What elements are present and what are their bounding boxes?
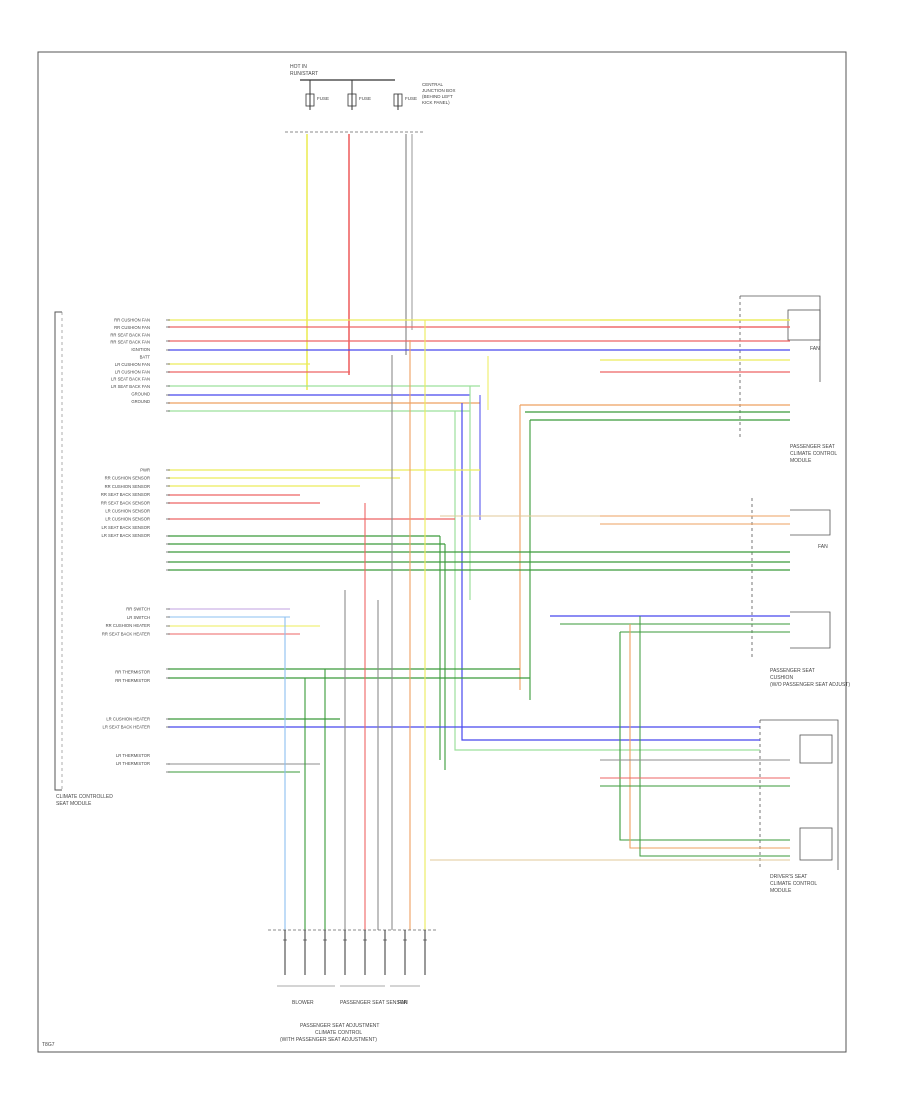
component-label: DRIVER'S SEAT [770,874,807,880]
pin-label: RR SEAT BACK SENSOR [101,492,150,497]
right-component-2: FAN PASSENGER SEAT CUSHION (W/O PASSENGE… [751,498,850,688]
module-label: SEAT MODULE [56,801,92,807]
junction-box-label: CENTRAL [422,82,444,87]
component-label: CLIMATE CONTROL [790,451,837,457]
footer-code: T8G7 [42,1042,55,1048]
pin-label: BATT [140,355,151,360]
component-label: PASSENGER SEAT [790,444,835,450]
component-label: MODULE [770,888,792,894]
wire-lightgreen [454,411,760,751]
fuse-symbol [347,93,357,107]
component-label: (W/O PASSENGER SEAT ADJUST) [770,682,850,688]
pin-label: LR SEAT BACK SENSOR [102,533,150,538]
pin-label: LR SEAT BACK HEATER [103,725,150,730]
pin-label: LR SEAT BACK FAN [111,377,150,382]
run-start-label: RUN/START [290,71,318,77]
right-component-3: DRIVER'S SEAT CLIMATE CONTROL MODULE [759,719,839,894]
bottom-caption: (WITH PASSENGER SEAT ADJUSTMENT) [280,1037,377,1043]
pin-label: LR CUSHION SENSOR [105,517,150,522]
top-power-source: HOT IN RUN/START FUSE FUSE FUSE CENTRAL … [285,64,456,133]
pin-label: PWR [140,468,150,473]
bottom-label-fan: FAN [398,1000,408,1006]
climate-seat-module: CLIMATE CONTROLLED SEAT MODULE [54,311,113,807]
pin-label: RR CUSHION FAN [114,325,150,330]
pin-label: LR SEAT BACK FAN [111,384,150,389]
hot-in-label: HOT IN [290,64,307,70]
pin-label: GROUND [131,392,150,397]
bottom-label-blower: BLOWER [292,1000,314,1006]
pin-label: RR CUSHION FAN [114,318,150,323]
wire-blue [461,403,760,741]
bottom-connector: BLOWER PASSENGER SEAT SENSOR FAN PASSENG… [268,929,438,1043]
bottom-caption: PASSENGER SEAT ADJUSTMENT [300,1023,379,1029]
pin-label: RR SEAT BACK FAN [110,332,150,337]
pin-label: LR THERMISTOR [116,761,150,766]
component-label: PASSENGER SEAT [770,668,815,674]
diagram-frame [37,51,847,1053]
pin-label: LR CUSHION SENSOR [105,509,150,514]
wire-green [619,632,790,841]
fan-label: FAN [818,544,828,550]
wire-green [639,616,790,857]
junction-box-label: JUNCTION BOX [422,88,456,93]
right-component-1: FAN PASSENGER SEAT CLIMATE CONTROL MODUL… [739,295,837,464]
pin-label: RR SEAT BACK FAN [110,340,150,345]
pin-label: LR THERMISTOR [116,753,150,758]
wires [166,134,790,930]
pin-label: LR CUSHION FAN [115,362,150,367]
fan-label: FAN [810,346,820,352]
pin-label: LR CUSHION HEATER [106,716,150,721]
pin-label: RR THERMISTOR [115,678,150,683]
module-pin-labels: RR CUSHION FAN RR CUSHION FAN RR SEAT BACK… [101,318,151,767]
bottom-pins [283,930,427,975]
pin-label: RR CUSHION HEATER [106,623,150,628]
bottom-label-sensor: PASSENGER SEAT SENSOR [340,1000,408,1006]
pin-label: RR SEAT BACK HEATER [102,631,150,636]
fuse-label: FUSE [359,96,371,101]
pin-label: LR SWITCH [127,615,150,620]
pin-label: RR CUSHION SENSOR [105,484,150,489]
module-label: CLIMATE CONTROLLED [56,794,113,800]
component-label: CUSHION [770,675,793,681]
pin-label: RR THERMISTOR [115,670,150,675]
component-label: MODULE [790,458,812,464]
pin-label: GROUND [131,399,150,404]
pin-label: IGNITION [131,347,150,352]
fuse-label: FUSE [317,96,329,101]
fuse-symbol [305,93,315,107]
pin-label: RR CUSHION SENSOR [105,476,150,481]
pin-label: LR CUSHION FAN [115,369,150,374]
junction-box-label: KICK PANEL) [422,100,450,105]
wire-orange [629,624,790,849]
bottom-caption: CLIMATE CONTROL [315,1030,362,1036]
pin-label: RR SWITCH [126,607,150,612]
pin-label: LR SEAT BACK SENSOR [102,525,150,530]
fuse-symbol [393,93,403,107]
component-label: CLIMATE CONTROL [770,881,817,887]
fuse-label: FUSE [405,96,417,101]
pin-label: RR SEAT BACK SENSOR [101,500,150,505]
junction-box-label: (BEHIND LEFT [422,94,453,99]
